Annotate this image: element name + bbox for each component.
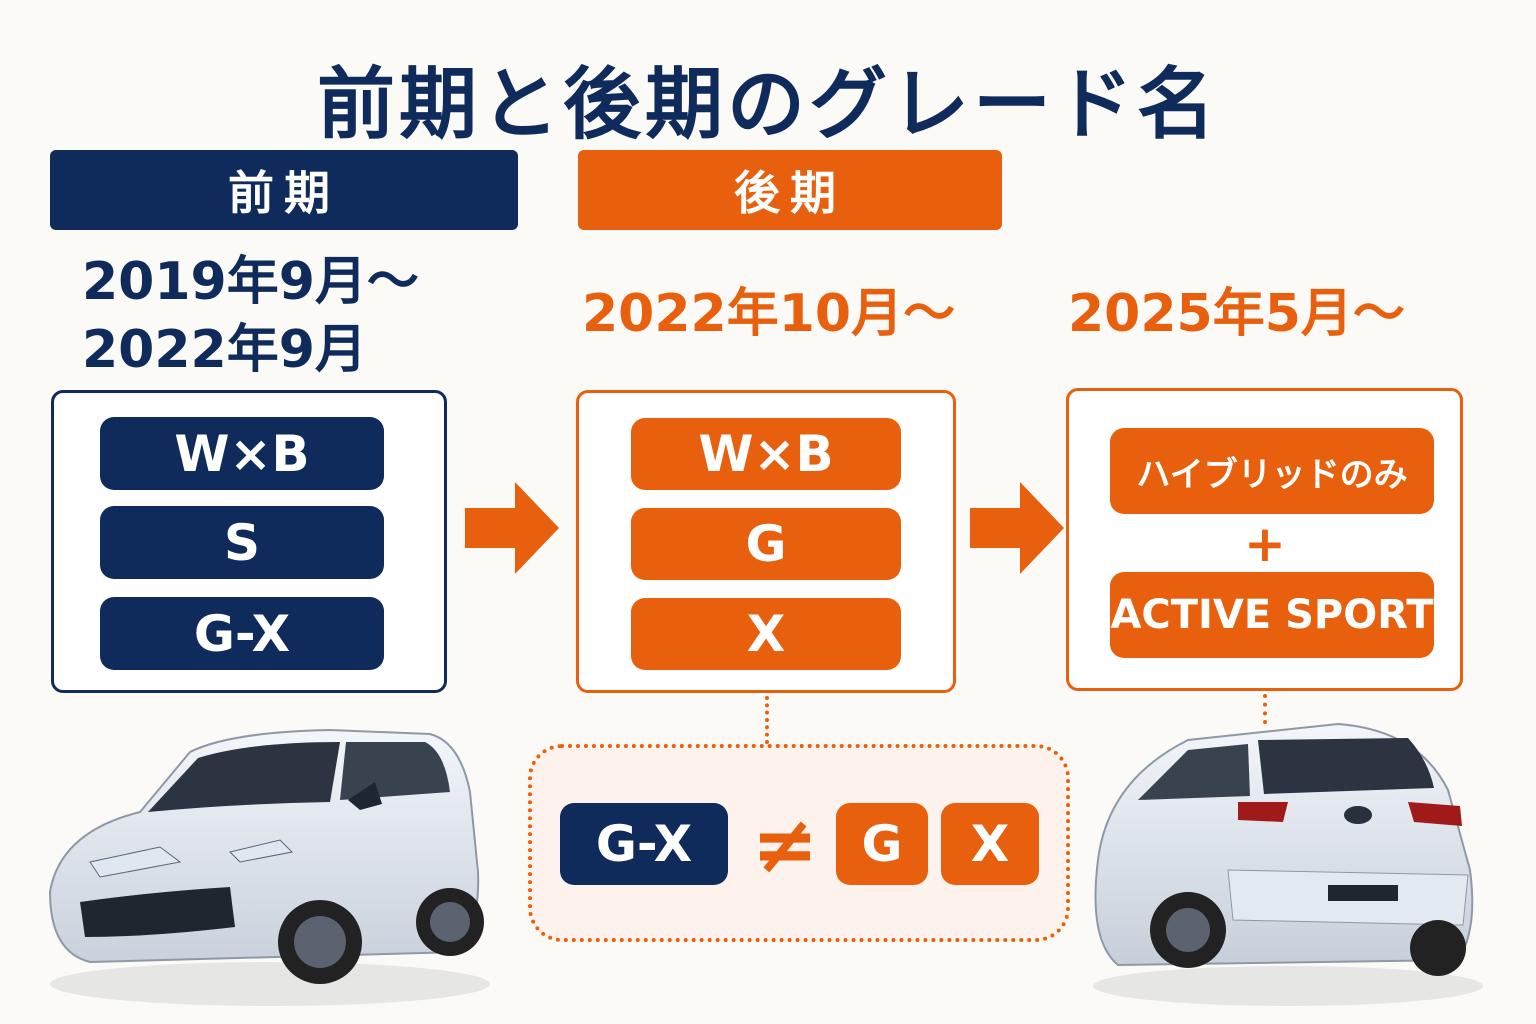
early-header: 前期	[50, 150, 518, 230]
late-grade-chip: X	[631, 598, 901, 670]
late-date: 2022年10月～	[582, 284, 956, 344]
connector-line	[765, 696, 769, 744]
early-date-start: 2019年9月～	[82, 252, 419, 312]
early-grade-chip: W×B	[100, 417, 384, 490]
late-grade-chip: W×B	[631, 418, 901, 490]
arrow-right-icon	[465, 482, 559, 574]
compare-gx-chip: G-X	[560, 803, 728, 885]
plus-sign: +	[1244, 515, 1286, 573]
arrow-right-icon	[970, 482, 1064, 574]
early-grade-chip: S	[100, 506, 384, 579]
page-title: 前期と後期のグレード名	[316, 60, 1219, 150]
not-equal-sign: ≠	[751, 798, 819, 891]
compare-x-chip: X	[941, 803, 1039, 885]
late-header: 後期	[578, 150, 1002, 230]
early-grade-chip: G-X	[100, 597, 384, 670]
late2025-date: 2025年5月～	[1068, 284, 1405, 344]
early-date-end: 2022年9月	[82, 320, 367, 380]
active-sport-chip: ACTIVE SPORT	[1110, 572, 1434, 658]
car-rear-icon	[1093, 722, 1483, 1006]
compare-g-chip: G	[836, 803, 928, 885]
connector-line	[1263, 694, 1267, 724]
hybrid-only-chip: ハイブリッドのみ	[1110, 428, 1434, 514]
late-grade-chip: G	[631, 508, 901, 580]
car-front-icon	[48, 728, 490, 1006]
